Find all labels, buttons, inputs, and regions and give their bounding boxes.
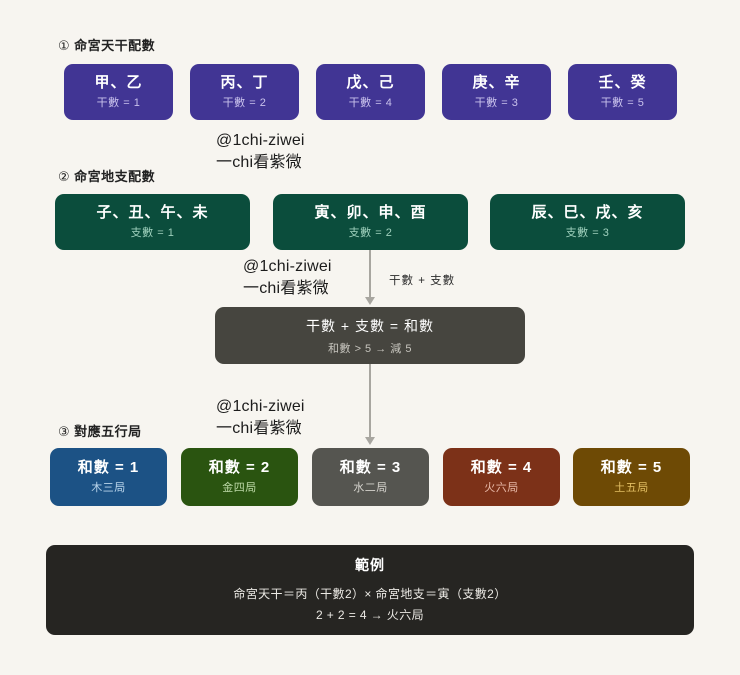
branch-card-2-sub: 支數 = 2 bbox=[348, 227, 393, 240]
watermark-3-name: 一chi看紫微 bbox=[216, 419, 302, 437]
stem-card-4-title: 庚、辛 bbox=[472, 73, 521, 91]
result-card-4-title: 和數 = 4 bbox=[470, 458, 533, 476]
section-label-1: 命宮天干配數 bbox=[74, 38, 156, 53]
result-card-5[interactable]: 和數 = 5 土五局 bbox=[573, 448, 690, 506]
stem-card-2-title: 丙、丁 bbox=[220, 73, 269, 91]
formula-sub-text: 和數 > 5 → 減 5 bbox=[328, 342, 412, 355]
connector-branches-to-formula bbox=[369, 250, 371, 299]
branch-card-3-sub: 支數 = 3 bbox=[565, 227, 610, 240]
stem-card-2[interactable]: 丙、丁 干數 = 2 bbox=[190, 64, 299, 120]
stem-card-3[interactable]: 戊、己 干數 = 4 bbox=[316, 64, 425, 120]
result-card-1[interactable]: 和數 = 1 木三局 bbox=[50, 448, 167, 506]
watermark-2-handle: @1chi-ziwei bbox=[243, 258, 332, 275]
connector-formula-to-results bbox=[369, 364, 371, 440]
stem-card-1-title: 甲、乙 bbox=[94, 73, 143, 91]
stem-card-1[interactable]: 甲、乙 干數 = 1 bbox=[64, 64, 173, 120]
section-label-2: 命宮地支配數 bbox=[74, 169, 156, 184]
edge-label-sum: 干數 + 支數 bbox=[389, 275, 456, 287]
stem-card-5-sub: 干數 = 5 bbox=[600, 97, 645, 110]
stem-card-1-sub: 干數 = 1 bbox=[96, 97, 141, 110]
formula-box[interactable]: 干數 + 支數 = 和數 和數 > 5 → 減 5 bbox=[215, 307, 525, 364]
result-card-1-title: 和數 = 1 bbox=[77, 458, 140, 476]
branch-card-3-title: 辰、巳、戌、亥 bbox=[531, 203, 644, 221]
result-card-5-title: 和數 = 5 bbox=[600, 458, 663, 476]
watermark-2: @1chi-ziwei 一chi看紫微 bbox=[243, 256, 332, 299]
arrowhead-formula-to-results bbox=[365, 437, 375, 445]
section-label-3: 對應五行局 bbox=[74, 424, 142, 439]
result-card-3-sub: 水二局 bbox=[353, 482, 388, 495]
branch-card-1-sub: 支數 = 1 bbox=[130, 227, 175, 240]
arrowhead-branches-to-formula bbox=[365, 297, 375, 305]
branch-card-2-title: 寅、卯、申、酉 bbox=[314, 203, 427, 221]
watermark-3: @1chi-ziwei 一chi看紫微 bbox=[216, 396, 305, 439]
stem-card-5-title: 壬、癸 bbox=[598, 73, 647, 91]
stem-card-3-sub: 干數 = 4 bbox=[348, 97, 393, 110]
watermark-2-name: 一chi看紫微 bbox=[243, 279, 329, 297]
watermark-1: @1chi-ziwei 一chi看紫微 bbox=[216, 130, 305, 173]
formula-main-text: 干數 + 支數 = 和數 bbox=[306, 317, 434, 334]
result-card-4-sub: 火六局 bbox=[484, 482, 519, 495]
stem-card-2-sub: 干數 = 2 bbox=[222, 97, 267, 110]
result-card-2-sub: 金四局 bbox=[222, 482, 257, 495]
section-number-2: ② bbox=[58, 169, 71, 184]
result-card-3[interactable]: 和數 = 3 水二局 bbox=[312, 448, 429, 506]
watermark-1-handle: @1chi-ziwei bbox=[216, 132, 305, 149]
stem-card-3-title: 戊、己 bbox=[346, 73, 395, 91]
section-number-3: ③ bbox=[58, 424, 71, 439]
branch-card-1[interactable]: 子、丑、午、未 支數 = 1 bbox=[55, 194, 250, 250]
example-line-2: 2 + 2 = 4 → 火六局 bbox=[315, 607, 425, 622]
example-box[interactable]: 範例 命宮天干＝丙（干數2）× 命宮地支＝寅（支數2） 2 + 2 = 4 → … bbox=[46, 545, 694, 635]
watermark-3-handle: @1chi-ziwei bbox=[216, 398, 305, 415]
result-card-1-sub: 木三局 bbox=[91, 482, 126, 495]
example-title: 範例 bbox=[355, 557, 385, 574]
watermark-1-name: 一chi看紫微 bbox=[216, 153, 302, 171]
result-card-4[interactable]: 和數 = 4 火六局 bbox=[443, 448, 560, 506]
result-card-5-sub: 土五局 bbox=[614, 482, 649, 495]
example-line-1: 命宮天干＝丙（干數2）× 命宮地支＝寅（支數2） bbox=[233, 587, 507, 602]
stem-card-5[interactable]: 壬、癸 干數 = 5 bbox=[568, 64, 677, 120]
stem-card-4-sub: 干數 = 3 bbox=[474, 97, 519, 110]
result-card-2-title: 和數 = 2 bbox=[208, 458, 271, 476]
result-card-3-title: 和數 = 3 bbox=[339, 458, 402, 476]
branch-card-2[interactable]: 寅、卯、申、酉 支數 = 2 bbox=[273, 194, 468, 250]
branch-card-3[interactable]: 辰、巳、戌、亥 支數 = 3 bbox=[490, 194, 685, 250]
result-card-2[interactable]: 和數 = 2 金四局 bbox=[181, 448, 298, 506]
stem-card-4[interactable]: 庚、辛 干數 = 3 bbox=[442, 64, 551, 120]
section-number-1: ① bbox=[58, 38, 71, 53]
branch-card-1-title: 子、丑、午、未 bbox=[96, 203, 209, 221]
